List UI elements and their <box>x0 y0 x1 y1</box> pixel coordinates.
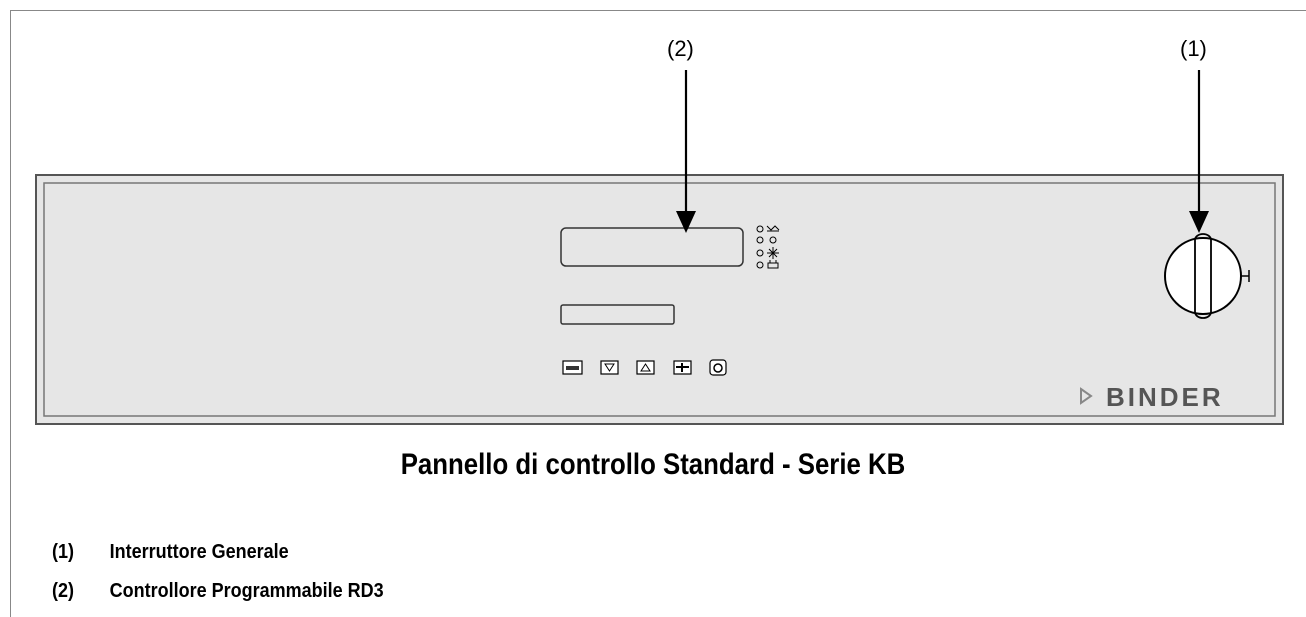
power-glyph <box>713 363 723 373</box>
legend-text: Controllore Programmabile RD3 <box>109 580 384 602</box>
led-symbol-2 <box>769 236 777 244</box>
callout-label-1: (1) <box>1180 36 1207 61</box>
figure-caption: Pannello di controllo Standard - Serie K… <box>400 448 906 481</box>
up-button[interactable] <box>636 360 655 375</box>
program-glyph <box>676 363 689 372</box>
led-symbol-3 <box>767 247 779 259</box>
main-switch[interactable] <box>1164 233 1250 319</box>
panel-inner-frame <box>43 182 1276 417</box>
program-button[interactable] <box>673 360 692 375</box>
callout-arrow-1 <box>1189 70 1209 233</box>
switch-knob-grip <box>1194 233 1212 319</box>
power-icon[interactable] <box>709 359 727 376</box>
binder-logo-icon <box>1080 387 1093 405</box>
led-symbol-4 <box>767 260 779 269</box>
main-switch-icon[interactable] <box>1164 237 1242 315</box>
key-icon-glyph <box>566 366 579 370</box>
led-1 <box>756 225 764 233</box>
frame-left-border <box>10 10 11 617</box>
arrow-up-icon[interactable] <box>636 360 655 375</box>
legend-number: (2) <box>52 580 75 602</box>
brand-text: BINDER <box>1106 382 1224 412</box>
key-button[interactable] <box>562 360 583 375</box>
callout-label-2: (2) <box>667 36 694 61</box>
callout-arrow-2 <box>676 70 696 233</box>
arrow-up-glyph <box>640 363 651 372</box>
power-button[interactable] <box>709 359 727 376</box>
arrow-down-icon[interactable] <box>600 360 619 375</box>
led-3 <box>756 249 764 257</box>
led-4 <box>756 261 764 269</box>
brand-logo: BINDER <box>1080 382 1260 412</box>
controller-display <box>560 227 744 267</box>
arrow-down-glyph <box>604 363 615 372</box>
status-led-group <box>756 225 780 269</box>
down-button[interactable] <box>600 360 619 375</box>
legend-text: Interruttore Generale <box>109 541 289 563</box>
led-symbol-1 <box>766 225 780 232</box>
keypad <box>562 359 727 376</box>
switch-indicator <box>1241 270 1250 282</box>
led-2 <box>756 236 764 244</box>
frame-top-border <box>10 10 1306 11</box>
legend-number: (1) <box>52 541 75 563</box>
legend-item-2: (2) Controllore Programmabile RD3 <box>52 580 384 603</box>
legend-item-1: (1) Interruttore Generale <box>52 541 289 564</box>
secondary-display <box>560 304 675 325</box>
